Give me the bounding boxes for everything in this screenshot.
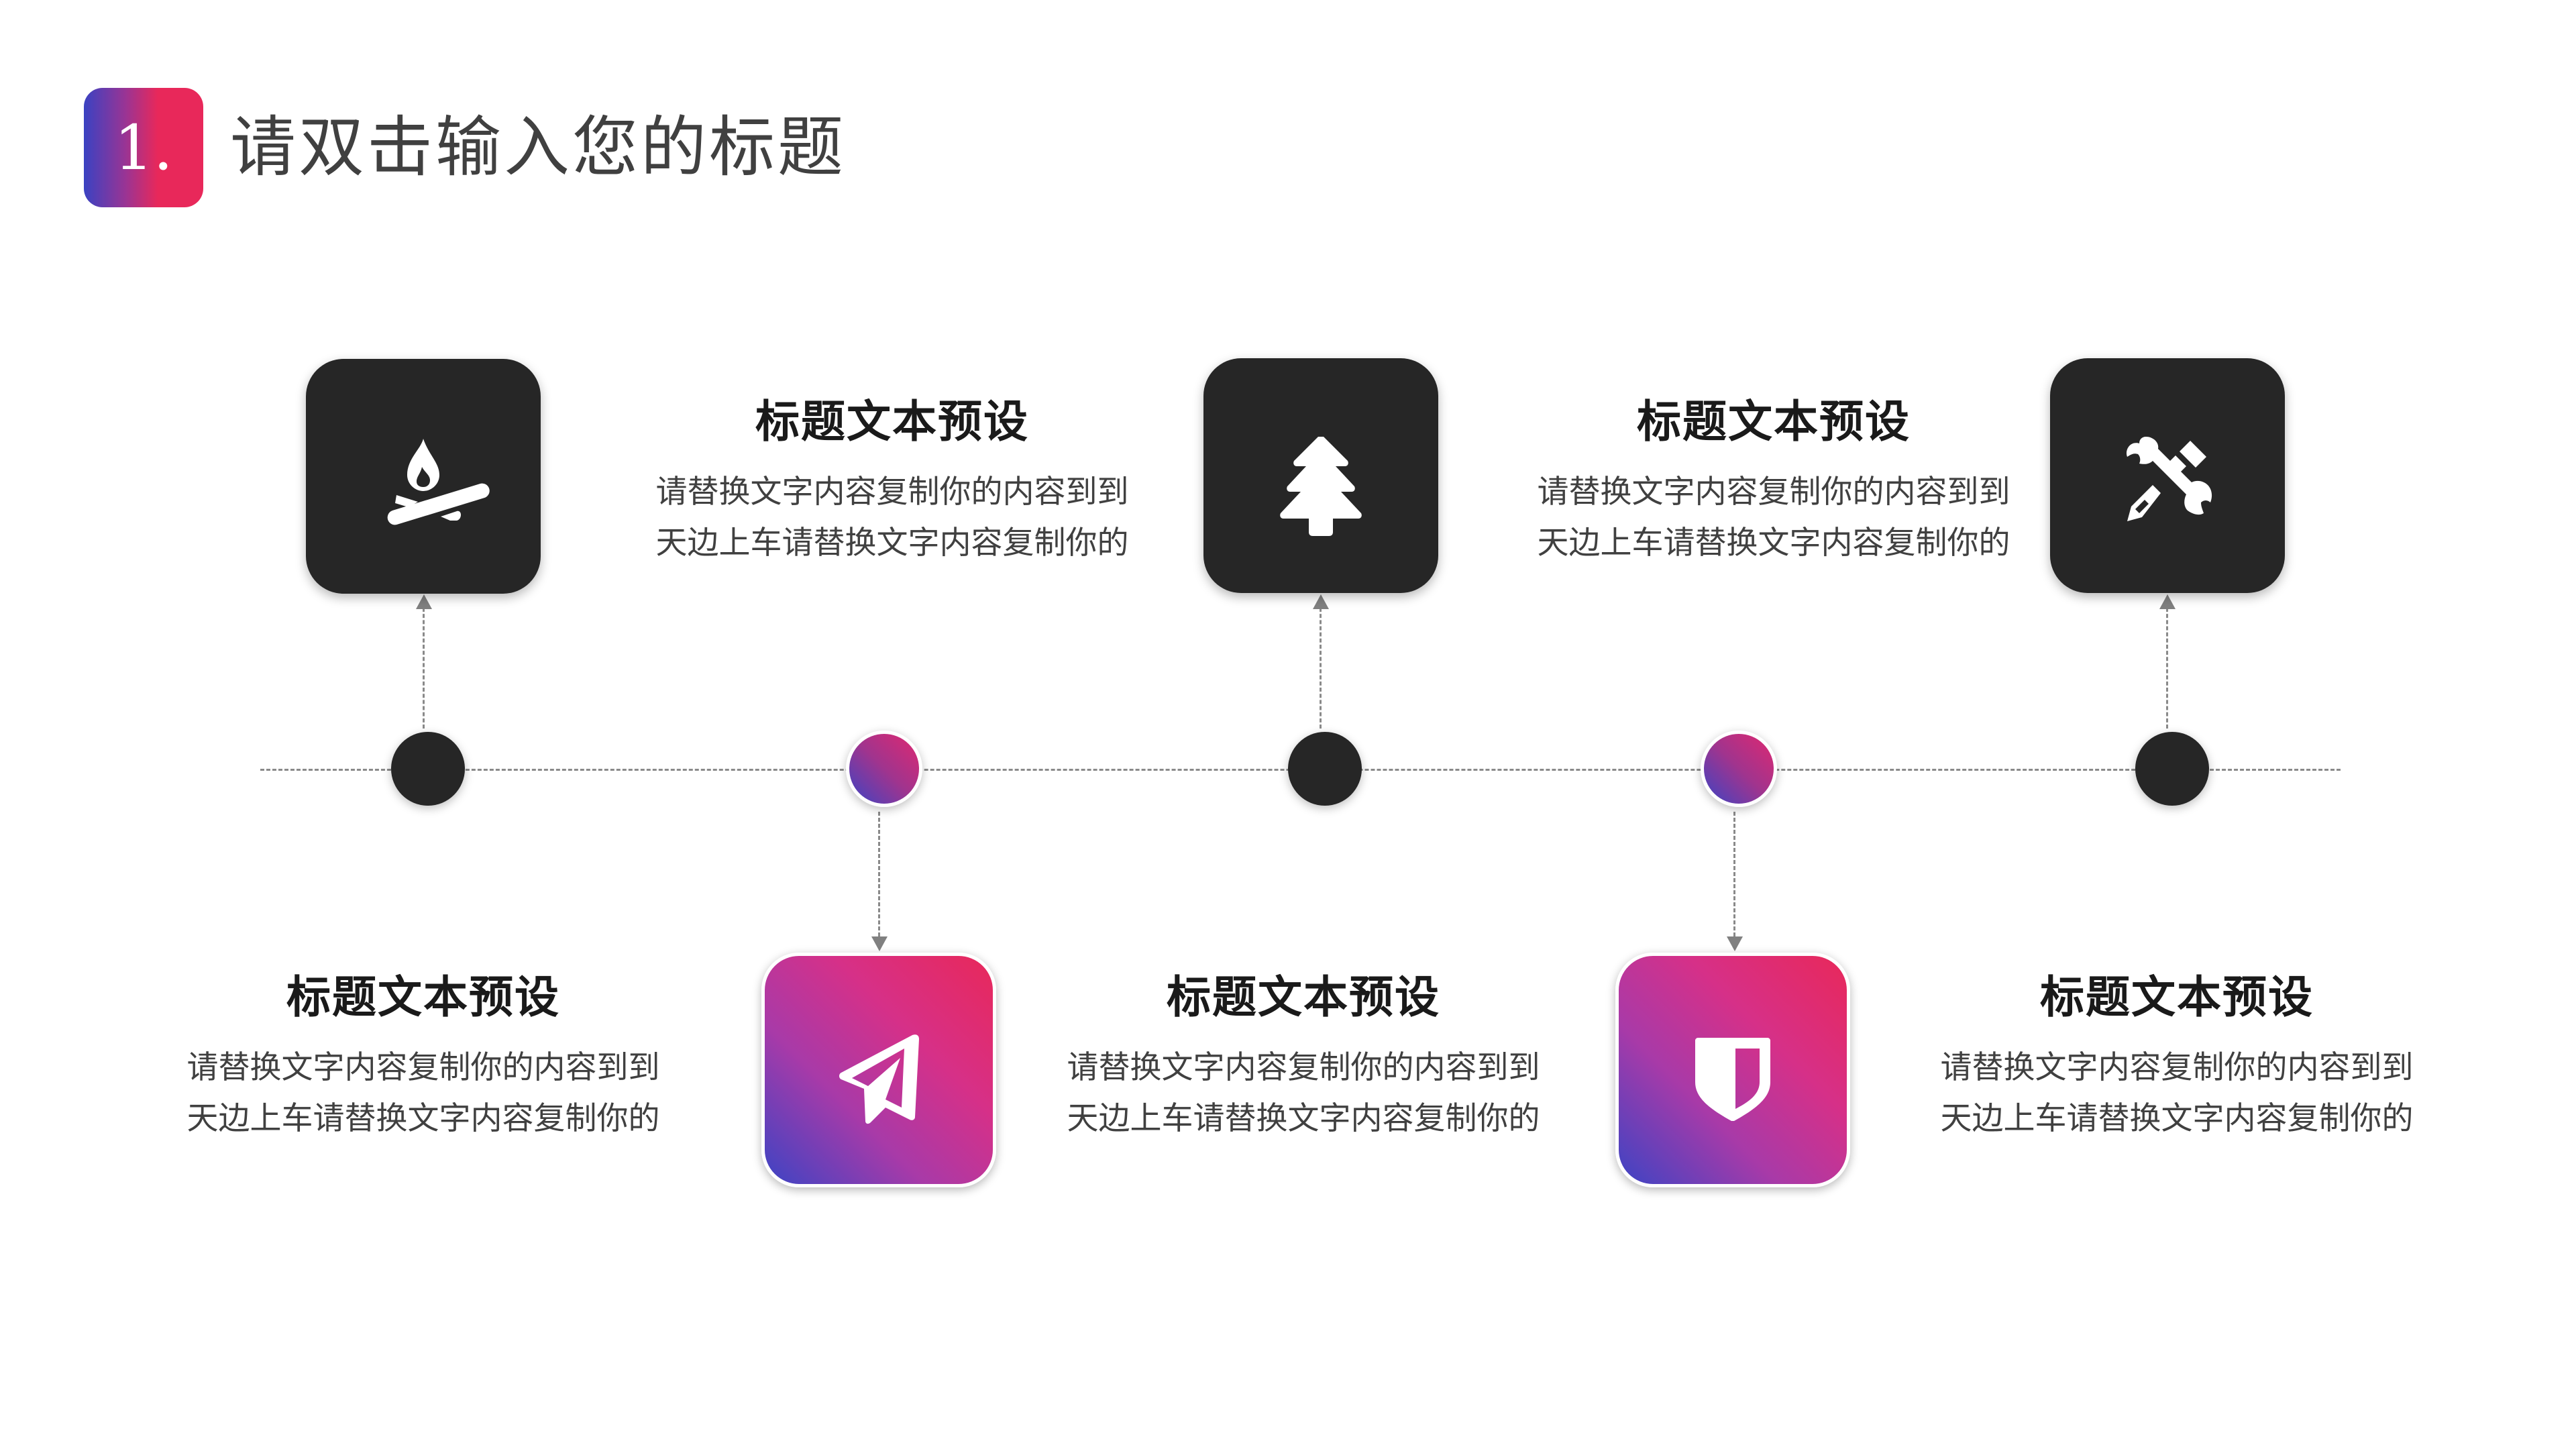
timeline-node-1[interactable]	[391, 732, 465, 806]
campfire-icon	[387, 439, 490, 525]
paper-plane-icon	[839, 1034, 919, 1124]
arrow-up-icon	[1313, 594, 1329, 609]
block-heading[interactable]: 标题文本预设	[286, 971, 560, 1023]
arrow-down-icon	[1727, 936, 1743, 951]
timeline-node-2[interactable]	[846, 731, 922, 807]
connector-line-1	[423, 608, 425, 729]
block-body-line-2[interactable]: 天边上车请替换文字内容复制你的	[1067, 1100, 1540, 1137]
block-body-line-1[interactable]: 请替换文字内容复制你的内容到到	[1537, 474, 2010, 511]
card-shield[interactable]	[1615, 953, 1850, 1187]
card-tools[interactable]	[2050, 358, 2285, 593]
text-block-top-1: 标题文本预设 请替换文字内容复制你的内容到到 天边上车请替换文字内容复制你的	[647, 394, 1137, 569]
block-body-line-2[interactable]: 天边上车请替换文字内容复制你的	[1537, 525, 2010, 561]
text-block-top-2: 标题文本预设 请替换文字内容复制你的内容到到 天边上车请替换文字内容复制你的	[1529, 394, 2019, 569]
tools-icon	[2126, 437, 2212, 521]
section-number: 1.	[114, 111, 173, 184]
block-heading[interactable]: 标题文本预设	[755, 395, 1029, 447]
timeline-node-4[interactable]	[1701, 731, 1777, 807]
pine-tree-icon	[1280, 437, 1362, 536]
shield-icon	[1695, 1038, 1770, 1121]
card-pine-tree[interactable]	[1203, 358, 1438, 593]
text-block-bottom-3: 标题文本预设 请替换文字内容复制你的内容到到 天边上车请替换文字内容复制你的	[1932, 970, 2422, 1144]
timeline-node-3[interactable]	[1288, 732, 1362, 806]
card-paper-plane[interactable]	[761, 953, 996, 1187]
arrow-down-icon	[871, 936, 888, 951]
block-body-line-2[interactable]: 天边上车请替换文字内容复制你的	[655, 525, 1129, 561]
page-title[interactable]: 请双击输入您的标题	[230, 109, 847, 186]
arrow-up-icon	[2159, 594, 2176, 609]
card-campfire[interactable]	[306, 359, 541, 594]
timeline-node-5[interactable]	[2135, 732, 2209, 806]
block-body-line-1[interactable]: 请替换文字内容复制你的内容到到	[186, 1049, 660, 1086]
connector-line-5	[2166, 608, 2168, 729]
block-body-line-1[interactable]: 请替换文字内容复制你的内容到到	[1067, 1049, 1540, 1086]
connector-line-3	[1320, 608, 1322, 729]
arrow-up-icon	[416, 594, 432, 609]
block-body-line-2[interactable]: 天边上车请替换文字内容复制你的	[186, 1100, 660, 1137]
block-body-line-1[interactable]: 请替换文字内容复制你的内容到到	[655, 474, 1129, 511]
text-block-bottom-2: 标题文本预设 请替换文字内容复制你的内容到到 天边上车请替换文字内容复制你的	[1059, 970, 1548, 1144]
connector-line-4	[1733, 812, 1735, 936]
block-body-line-2[interactable]: 天边上车请替换文字内容复制你的	[1940, 1100, 2414, 1137]
block-body-line-1[interactable]: 请替换文字内容复制你的内容到到	[1940, 1049, 2414, 1086]
connector-line-2	[878, 812, 880, 936]
block-heading[interactable]: 标题文本预设	[1637, 395, 1911, 447]
text-block-bottom-1: 标题文本预设 请替换文字内容复制你的内容到到 天边上车请替换文字内容复制你的	[178, 970, 668, 1144]
section-number-badge: 1.	[84, 88, 203, 207]
block-heading[interactable]: 标题文本预设	[1167, 971, 1440, 1023]
block-heading[interactable]: 标题文本预设	[2040, 971, 2314, 1023]
